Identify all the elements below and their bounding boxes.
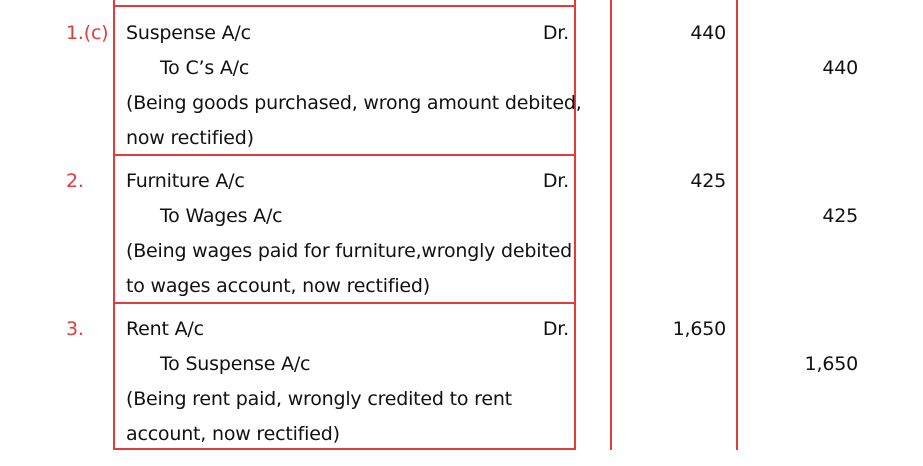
narration-line-2: now rectified) xyxy=(126,127,254,149)
narration-line-2: to wages account, now rectified) xyxy=(126,275,430,297)
debit-account: Rent A/c xyxy=(126,318,204,340)
narration-line-1: (Being goods purchased, wrong amount deb… xyxy=(126,92,582,114)
journal-entry-3: 3. Rent A/c Dr. 1,650 To Suspense A/c 1,… xyxy=(0,317,923,465)
debit-amount: 1,650 xyxy=(672,318,727,340)
entry-separator-bottom xyxy=(113,448,576,450)
journal-entry-2: 2. Furniture A/c Dr. 425 To Wages A/c 42… xyxy=(0,169,923,317)
credit-account: To Suspense A/c xyxy=(160,353,311,375)
debit-account: Furniture A/c xyxy=(126,170,245,192)
credit-column-rule xyxy=(736,0,738,450)
entry-number: 2. xyxy=(66,170,84,192)
debit-amount: 425 xyxy=(690,170,726,192)
narration-line-1: (Being wages paid for furniture,wrongly … xyxy=(126,240,572,262)
dr-label: Dr. xyxy=(542,318,569,340)
particulars-right-rule xyxy=(574,0,576,450)
credit-account: To Wages A/c xyxy=(160,205,283,227)
narration-line-2: account, now rectified) xyxy=(126,423,340,445)
entry-number: 3. xyxy=(66,318,84,340)
credit-amount: 440 xyxy=(822,57,858,79)
entry-separator-2 xyxy=(113,302,576,304)
debit-amount: 440 xyxy=(690,22,726,44)
credit-account: To C’s A/c xyxy=(160,57,250,79)
debit-account: Suspense A/c xyxy=(126,22,251,44)
debit-column-rule xyxy=(610,0,612,450)
entry-separator-top xyxy=(113,5,576,7)
narration-line-1: (Being rent paid, wrongly credited to re… xyxy=(126,388,512,410)
entry-number: 1.(c) xyxy=(66,22,109,44)
journal-entry-1: 1.(c) Suspense A/c Dr. 440 To C’s A/c 44… xyxy=(0,21,923,169)
particulars-left-rule xyxy=(113,0,115,450)
entry-separator-1 xyxy=(113,154,576,156)
credit-amount: 425 xyxy=(822,205,858,227)
dr-label: Dr. xyxy=(542,170,569,192)
dr-label: Dr. xyxy=(542,22,569,44)
credit-amount: 1,650 xyxy=(804,353,859,375)
